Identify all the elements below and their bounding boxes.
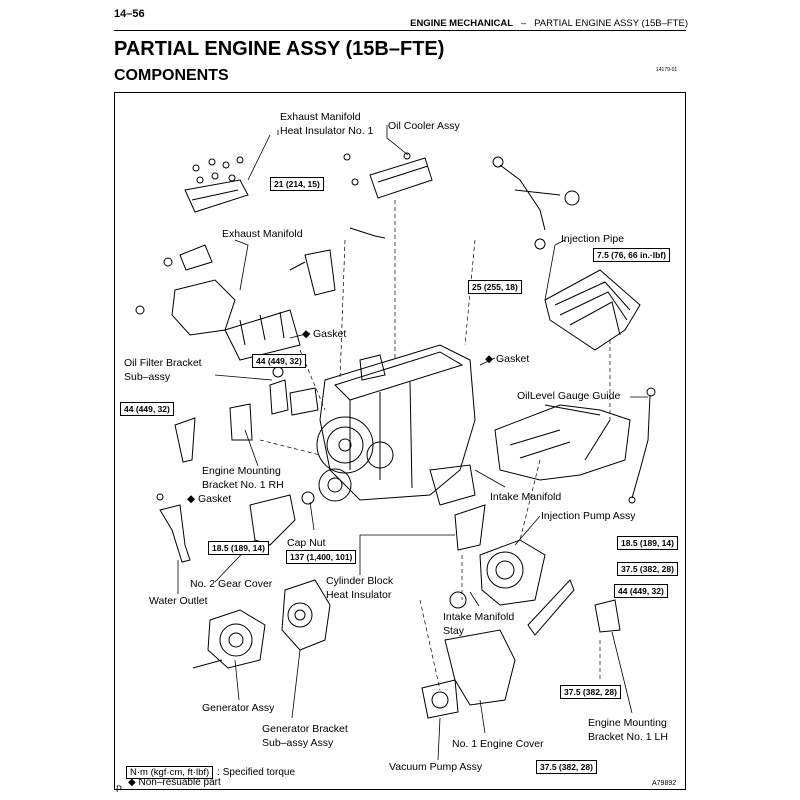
diamond-icon: ◆ — [128, 777, 136, 788]
figure-code: A79892 — [652, 780, 677, 787]
torque-spec-pump-1: 18.5 (189, 14) — [617, 536, 678, 550]
legend-torque-unit: N·m (kgf·cm, ft·lbf) — [126, 766, 214, 779]
label-oil-level-gauge-guide: OilLevel Gauge Guide — [517, 390, 621, 402]
water-outlet-drawing — [159, 504, 191, 563]
cylinder-block-insulator-drawing — [454, 504, 486, 551]
corner-mark: P — [116, 784, 123, 794]
engine-block-drawing — [316, 344, 476, 506]
torque-spec-oil-cooler: 21 (214, 15) — [270, 177, 324, 191]
label-cap-nut: Cap Nut — [287, 537, 326, 549]
header-separator: – — [520, 18, 527, 29]
label-gasket-2: ◆ Gasket — [485, 353, 530, 365]
generator-drawing — [207, 609, 266, 669]
torque-spec-injection-pipe-1: 7.5 (76, 66 in.·lbf) — [593, 248, 670, 262]
oil-filter-bracket-drawing — [269, 379, 289, 415]
subsection-name: PARTIAL ENGINE ASSY (15B–FTE) — [534, 18, 688, 29]
torque-spec-vacuum-pump: 37.5 (382, 28) — [536, 760, 597, 774]
oil-level-gauge-guide-drawing — [631, 394, 651, 499]
label-gasket-3: ◆ Gasket — [187, 493, 232, 505]
torque-spec-pump-3: 44 (449, 32) — [614, 584, 668, 598]
leader-lines — [177, 125, 648, 761]
heat-insulator-drawing — [184, 179, 249, 213]
diamond-icon: ◆ — [302, 328, 311, 340]
engine-mounting-rh-drawing — [174, 417, 196, 463]
section-header: ENGINE MECHANICAL – PARTIAL ENGINE ASSY … — [410, 18, 688, 29]
exhaust-manifold-drawing — [171, 279, 236, 336]
injection-pump-drawing — [479, 539, 546, 606]
torque-spec-injection-pipe-2: 25 (255, 18) — [468, 280, 522, 294]
label-injection-pipe: Injection Pipe — [561, 233, 625, 245]
generator-bracket-drawing — [281, 579, 331, 651]
label-no2-gear-cover: No. 2 Gear Cover — [190, 578, 273, 590]
page-subtitle: COMPONENTS — [114, 67, 229, 84]
label-vacuum-pump: Vacuum Pump Assy — [389, 761, 483, 773]
label-oil-cooler: Oil Cooler Assy — [388, 120, 460, 132]
torque-spec-pump-2: 37.5 (382, 28) — [617, 562, 678, 576]
legend-torque: N·m (kgf·cm, ft·lbf): Specified torque — [126, 762, 295, 780]
section-name: ENGINE MECHANICAL — [410, 18, 514, 29]
label-no1-engine-cover: No. 1 Engine Cover — [452, 738, 544, 750]
torque-spec-cap-nut: 137 (1,400, 101) — [286, 550, 357, 564]
engine-cover-drawing — [444, 629, 516, 706]
page-number: 14–56 — [114, 8, 145, 20]
gear-cover-drawing — [249, 494, 296, 546]
intake-manifold-drawing — [494, 404, 631, 481]
label-generator: Generator Assy — [202, 702, 275, 714]
label-water-outlet: Water Outlet — [149, 595, 208, 607]
legend-non-reusable: ◆ Non–resuable part — [128, 777, 221, 788]
torque-spec-engine-mount-rh: 44 (449, 32) — [120, 402, 174, 416]
torque-spec-oil-filter: 44 (449, 32) — [252, 354, 306, 368]
torque-spec-stay: 37.5 (382, 28) — [560, 685, 621, 699]
label-injection-pump: Injection Pump Assy — [541, 510, 636, 522]
insulator-bolts — [192, 156, 244, 184]
diamond-icon: ◆ — [187, 493, 196, 505]
diamond-icon: ◆ — [485, 353, 494, 365]
vacuum-pump-drawing — [421, 679, 459, 719]
intake-manifold-stay-drawing — [527, 579, 575, 636]
legend-torque-text: : Specified torque — [217, 767, 295, 778]
label-exhaust-manifold: Exhaust Manifold — [222, 228, 303, 240]
dashed-alignment-lines — [259, 200, 611, 691]
label-gasket-1: ◆ Gasket — [302, 328, 347, 340]
oil-cooler-drawing — [369, 157, 433, 199]
label-intake-manifold: Intake Manifold — [490, 491, 562, 503]
injection-pipe-drawing — [544, 269, 641, 351]
torque-spec-water-outlet: 18.5 (189, 14) — [208, 541, 269, 555]
header-rule — [114, 30, 686, 31]
diagram-frame — [114, 92, 686, 790]
reference-code: 14179-01 — [656, 67, 678, 73]
page-title: PARTIAL ENGINE ASSY (15B–FTE) — [114, 38, 445, 60]
